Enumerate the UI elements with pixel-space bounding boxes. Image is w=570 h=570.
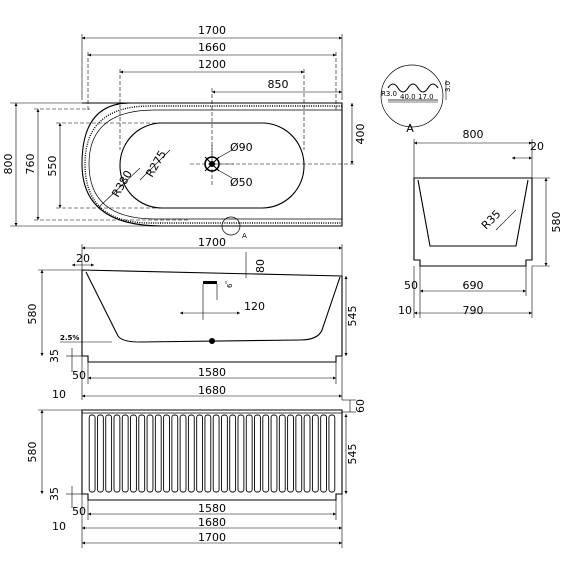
panel-flute xyxy=(262,414,270,493)
panel-flute xyxy=(254,414,261,493)
front-dim-35: 35 xyxy=(48,349,61,363)
panel-flute xyxy=(328,414,336,493)
side-dim-580: 580 xyxy=(550,212,563,233)
panel-flute xyxy=(270,414,278,493)
front-slope: 2.5% xyxy=(60,334,79,342)
panel-dim-580: 580 xyxy=(26,442,39,463)
front-drain-icon xyxy=(209,338,215,344)
panel-flutes xyxy=(88,414,336,493)
panel-flute xyxy=(163,414,170,493)
detail-a: R3.0 40.0 17.0 3.0 A xyxy=(380,64,452,135)
panel-flute xyxy=(229,414,237,493)
front-dim-1700: 1700 xyxy=(198,236,226,249)
detail-callout-label: A xyxy=(242,232,247,240)
front-dim-50: 50 xyxy=(72,369,86,382)
panel-dim-35: 35 xyxy=(48,487,61,501)
dim-1660: 1660 xyxy=(198,41,226,54)
panel-flute xyxy=(105,414,113,493)
front-dim-80: 80 xyxy=(254,259,267,273)
side-dim-800: 800 xyxy=(463,128,484,141)
panel-flute xyxy=(171,414,179,493)
panel-flute xyxy=(320,414,327,493)
detail-a-flute-profile xyxy=(387,83,439,93)
panel-outline xyxy=(81,409,343,501)
panel-dim-1680: 1680 xyxy=(198,516,226,529)
drain-icon xyxy=(204,156,220,172)
detail-callout-circle xyxy=(221,216,241,236)
dim-550: 550 xyxy=(46,156,59,177)
side-dim-50: 50 xyxy=(404,279,418,292)
front-dim-580: 580 xyxy=(26,304,39,325)
front-overflow-icon xyxy=(203,281,217,284)
side-dim-20: 20 xyxy=(530,140,544,153)
panel-flute xyxy=(187,414,195,493)
panel-flute xyxy=(179,414,187,493)
side-dim-10: 10 xyxy=(398,304,412,317)
detail-a-r30: R3.0 xyxy=(381,90,397,98)
panel-flute xyxy=(154,414,162,493)
panel-flute xyxy=(138,414,146,493)
side-dim-690: 690 xyxy=(463,279,484,292)
side-dim-790: 790 xyxy=(463,304,484,317)
side-view: 800 20 580 R35 50 690 10 790 xyxy=(398,128,563,318)
panel-dim-545: 545 xyxy=(346,444,359,465)
panel-flute xyxy=(121,414,129,493)
panel-flute xyxy=(212,414,220,493)
label-dia90: Ø90 xyxy=(230,141,253,154)
panel-dim-50: 50 xyxy=(72,505,86,518)
detail-a-30: 3.0 xyxy=(444,81,452,92)
panel-dim-10: 10 xyxy=(52,520,66,533)
panel-flute xyxy=(278,414,286,493)
detail-a-label: A xyxy=(406,122,414,135)
front-dim-1680: 1680 xyxy=(198,384,226,397)
panel-flute xyxy=(245,414,253,493)
panel-dim-60: 60 xyxy=(354,399,367,413)
panel-dim-1580: 1580 xyxy=(198,502,226,515)
front-dim-1580: 1580 xyxy=(198,366,226,379)
detail-a-circle xyxy=(380,64,444,128)
side-outline xyxy=(413,177,533,267)
front-dim-20: 20 xyxy=(76,252,90,265)
front-dim-6: 6 xyxy=(226,283,234,288)
panel-flute xyxy=(146,414,154,493)
panel-flute xyxy=(287,414,294,493)
dim-850: 850 xyxy=(268,78,289,91)
panel-flute xyxy=(237,414,245,493)
front-dim-120: 120 xyxy=(244,300,265,313)
side-label-r35: R35 xyxy=(479,208,503,232)
dim-400: 400 xyxy=(354,124,367,145)
top-view: 1700 1660 1200 850 800 760 550 400 xyxy=(2,24,367,240)
label-r275: R275 xyxy=(143,148,169,179)
panel-flute xyxy=(97,414,104,493)
panel-flute xyxy=(303,414,311,493)
panel-flute xyxy=(113,414,121,493)
side-inner-basin xyxy=(417,179,529,247)
label-dia50: Ø50 xyxy=(230,176,253,189)
panel-flute xyxy=(130,414,137,493)
panel-flute xyxy=(221,414,228,493)
detail-a-40: 40.0 xyxy=(400,93,416,101)
panel-flute xyxy=(196,414,203,493)
detail-a-17: 17.0 xyxy=(418,93,434,101)
panel-flute xyxy=(204,414,212,493)
front-view: 1700 20 580 545 2.5% 80 6 120 35 xyxy=(26,236,359,401)
panel-flute xyxy=(295,414,303,493)
inner-bowl xyxy=(119,122,305,209)
panel-flute xyxy=(88,414,96,493)
front-dim-10: 10 xyxy=(52,388,66,401)
front-dim-545: 545 xyxy=(346,306,359,327)
front-inner-basin xyxy=(85,271,341,343)
dim-1700-top: 1700 xyxy=(198,24,226,37)
dim-1200: 1200 xyxy=(198,58,226,71)
tub-outline-top xyxy=(81,102,343,227)
dim-800-top: 800 xyxy=(2,154,15,175)
panel-dim-1700: 1700 xyxy=(198,531,226,544)
tub-rim-line xyxy=(88,109,342,220)
panel-view: 60 580 545 35 50 1580 10 1680 1700 xyxy=(26,399,367,548)
dim-760: 760 xyxy=(24,154,37,175)
panel-flute xyxy=(311,414,319,493)
